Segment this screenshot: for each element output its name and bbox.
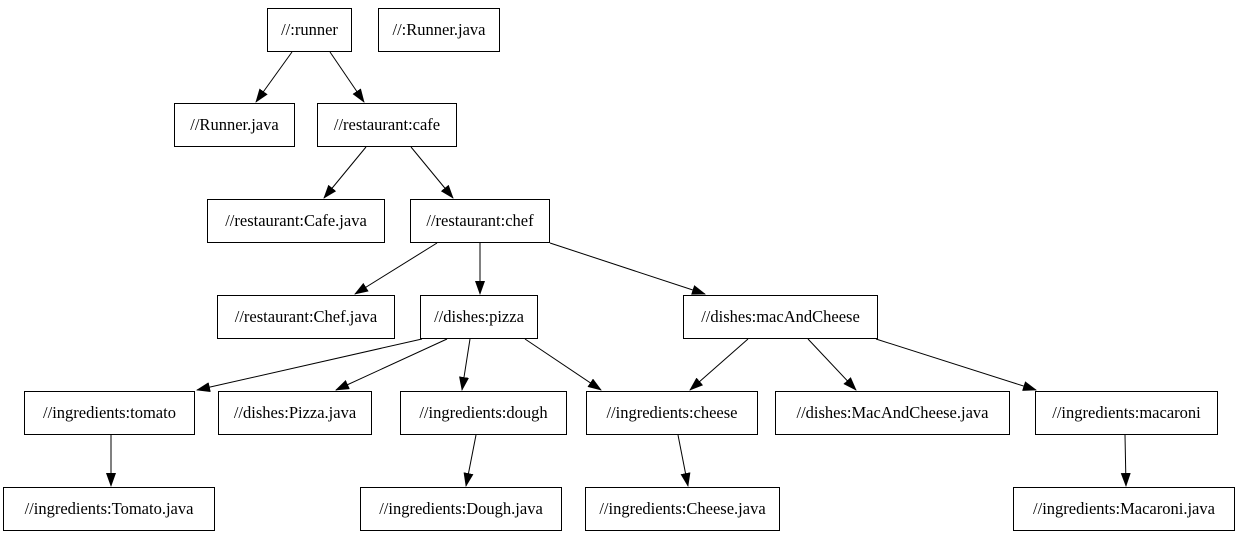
node-label: //restaurant:cafe: [333, 114, 441, 134]
node-label: //restaurant:chef: [426, 210, 534, 230]
edge-runner-to-runner-java: [255, 51, 293, 103]
node-label: //restaurant:Cafe.java: [225, 210, 367, 230]
node-dough: //ingredients:dough: [400, 391, 567, 435]
edge-pizza-to-pizza-java: [335, 338, 448, 391]
node-runner: //:runner: [267, 8, 352, 52]
node-label: //ingredients:macaroni: [1052, 402, 1201, 422]
node-label: //ingredients:Cheese.java: [599, 498, 766, 518]
node-label: //ingredients:cheese: [606, 402, 738, 422]
edge-mac-and-cheese-to-macaroni: [875, 338, 1037, 391]
node-pizza-java: //dishes:Pizza.java: [218, 391, 372, 435]
edge-macaroni-to-macaroni-java: [1120, 434, 1131, 487]
node-label: //dishes:pizza: [434, 306, 524, 326]
node-tomato: //ingredients:tomato: [24, 391, 195, 435]
node-dough-java: //ingredients:Dough.java: [360, 487, 562, 531]
node-label: //dishes:macAndCheese: [701, 306, 860, 326]
node-label: //ingredients:dough: [419, 402, 548, 422]
node-label: //:Runner.java: [392, 19, 486, 39]
edge-cafe-to-cafe-java: [323, 146, 367, 199]
node-label: //ingredients:tomato: [43, 402, 176, 422]
node-label: //dishes:Pizza.java: [233, 402, 357, 422]
node-tomato-java: //ingredients:Tomato.java: [3, 487, 215, 531]
node-cheese: //ingredients:cheese: [586, 391, 758, 435]
edge-dough-to-dough-java: [463, 434, 477, 487]
node-macaroni: //ingredients:macaroni: [1035, 391, 1218, 435]
edge-chef-to-mac-and-cheese: [549, 242, 706, 295]
node-label: //Runner.java: [190, 114, 279, 134]
node-cheese-java: //ingredients:Cheese.java: [585, 487, 780, 531]
node-chef: //restaurant:chef: [410, 199, 550, 243]
node-label: //dishes:MacAndCheese.java: [796, 402, 989, 422]
node-label: //restaurant:Chef.java: [234, 306, 378, 326]
node-label: //ingredients:Dough.java: [379, 498, 543, 518]
node-runner-java: //Runner.java: [174, 103, 295, 147]
node-macaroni-java: //ingredients:Macaroni.java: [1013, 487, 1235, 531]
edge-chef-to-chef-java: [354, 242, 438, 295]
node-label: //ingredients:Tomato.java: [24, 498, 194, 518]
node-mac-and-cheese: //dishes:macAndCheese: [683, 295, 878, 339]
node-label: //ingredients:Macaroni.java: [1033, 498, 1215, 518]
node-chef-java: //restaurant:Chef.java: [217, 295, 395, 339]
node-cafe-java: //restaurant:Cafe.java: [207, 199, 385, 243]
node-mac-java: //dishes:MacAndCheese.java: [775, 391, 1010, 435]
edge-pizza-to-tomato: [196, 338, 423, 393]
node-root-runner-java: //:Runner.java: [378, 8, 500, 52]
edge-pizza-to-dough: [459, 338, 471, 391]
node-pizza: //dishes:pizza: [420, 295, 538, 339]
edge-runner-to-cafe: [329, 51, 365, 103]
edge-cheese-to-cheese-java: [677, 434, 691, 487]
edge-cafe-to-chef: [410, 146, 454, 199]
node-label: //:runner: [281, 19, 338, 39]
edge-mac-and-cheese-to-mac-java: [807, 338, 857, 391]
node-cafe: //restaurant:cafe: [317, 103, 457, 147]
edge-pizza-to-cheese: [524, 338, 602, 391]
edge-mac-and-cheese-to-cheese: [689, 338, 749, 391]
